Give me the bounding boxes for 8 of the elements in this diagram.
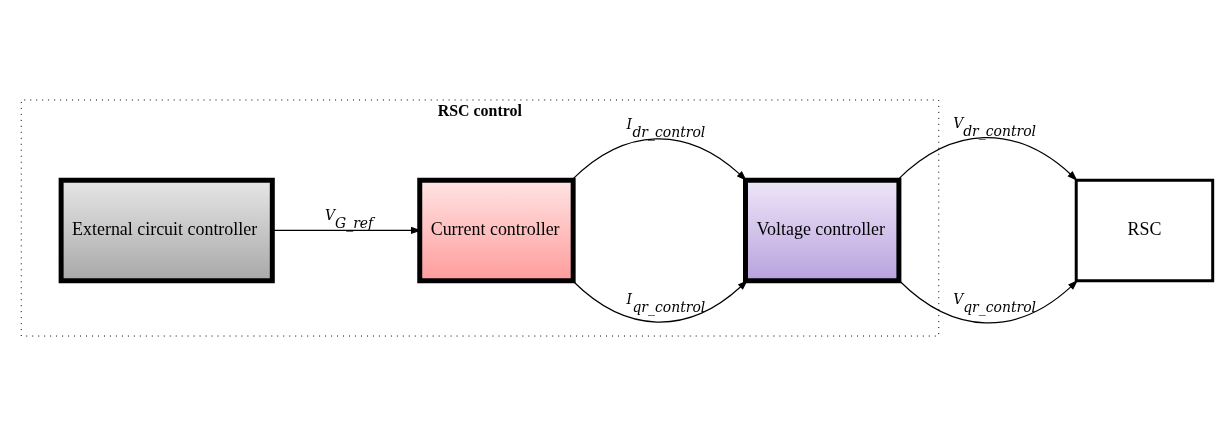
arrow [572, 279, 748, 323]
node-box: Current controller [417, 177, 576, 283]
node-box: Voltage controller [743, 177, 902, 283]
arrow [571, 137, 747, 181]
arrow [899, 279, 1079, 323]
node-box: RSC [1074, 178, 1215, 282]
arrow [897, 136, 1078, 181]
node-box: External circuit controller [58, 177, 275, 283]
